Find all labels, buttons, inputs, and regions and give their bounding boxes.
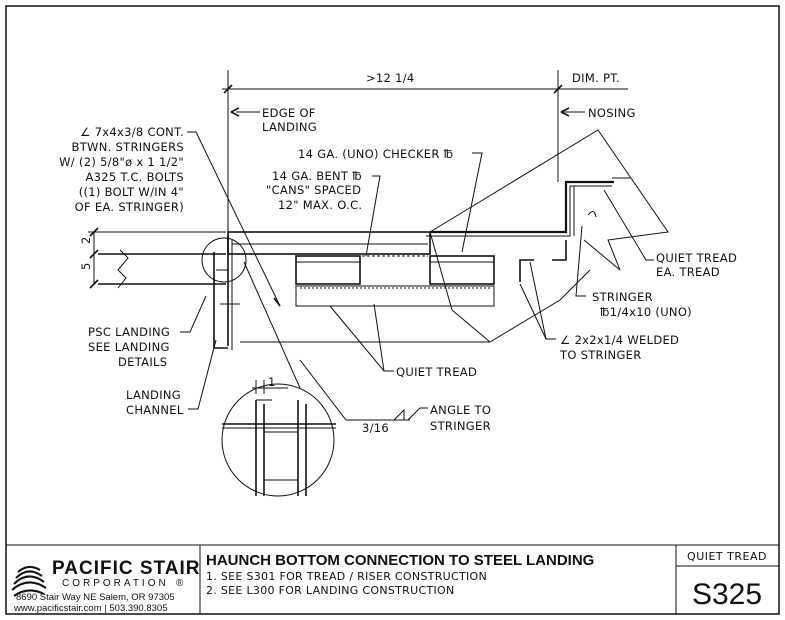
psc-landing-callout: PSC LANDING SEE LANDING DETAILS <box>88 295 207 369</box>
edge-of-landing-callout: EDGE OF LANDING <box>230 106 317 134</box>
landing-channel-line2: CHANNEL <box>126 403 184 417</box>
bent-plate-callout: 14 GA. BENT ℔ "CANS" SPACED 12" MAX. O.C… <box>266 169 381 257</box>
stringer-callout: STRINGER ℔1/4x10 (UNO) <box>575 225 692 319</box>
landing-channel <box>201 236 247 350</box>
stringer-outline <box>240 129 669 343</box>
category-label: QUIET TREAD <box>687 550 767 563</box>
quiet-tread-pad <box>295 285 495 307</box>
top-dimension: >12 1/4 DIM. PT. <box>222 70 628 232</box>
quiet-tread-each-line1: QUIET TREAD <box>656 251 737 265</box>
checker-plate-callout: 14 GA. (UNO) CHECKER ℔ <box>298 147 483 253</box>
stringer-line2: ℔1/4x10 (UNO) <box>600 305 692 319</box>
landing-channel-line1: LANDING <box>126 388 181 402</box>
landing-slab <box>98 249 226 289</box>
quiet-tread-each-callout: QUIET TREAD EA. TREAD <box>587 189 737 279</box>
angle-cont-line4: A325 T.C. BOLTS <box>85 170 184 184</box>
detail-dim-label: 1 <box>268 375 276 389</box>
drawing-title: HAUNCH BOTTOM CONNECTION TO STEEL LANDIN… <box>206 552 594 569</box>
dim-pt-label: DIM. PT. <box>572 71 620 85</box>
angle-to-stringer-line2: STRINGER <box>430 419 491 433</box>
pacific-stair-logo-icon <box>11 566 47 597</box>
company-name: PACIFIC STAIR <box>52 558 200 579</box>
angle-welded-line2: TO STRINGER <box>559 348 642 362</box>
detail-drawing: >12 1/4 DIM. PT. EDGE OF LANDING NOSING … <box>59 70 737 497</box>
dim-5-label: 5 <box>79 262 93 270</box>
edge-of-landing-line2: LANDING <box>262 120 317 134</box>
angle-cont-line2: BTWN. STRINGERS <box>72 140 184 154</box>
nosing-callout: NOSING <box>560 106 636 120</box>
sheet-number: S325 <box>692 578 762 611</box>
landing-plate <box>227 231 431 255</box>
quiet-tread-callout: QUIET TREAD <box>329 303 477 379</box>
weld-size-label: 3/16 <box>362 421 389 435</box>
angle-cont-line5: ((1) BOLT W/IN 4" <box>79 185 184 199</box>
landing-channel-callout: LANDING CHANNEL <box>126 339 217 417</box>
bent-plate-line1: 14 GA. BENT ℔ <box>272 169 362 183</box>
tread <box>426 177 630 237</box>
note-2: 2. SEE L300 FOR LANDING CONSTRUCTION <box>206 584 455 597</box>
bent-plate-line3: 12" MAX. O.C. <box>278 198 362 212</box>
registered-mark: ® <box>176 578 186 589</box>
angle-welded-line1: ∠ 2x2x1/4 WELDED <box>560 333 679 347</box>
angle-cont-line6: OF EA. STRINGER) <box>75 200 184 214</box>
company-address: 8690 Stair Way NE Salem, OR 97305 <box>16 592 175 603</box>
stringer-line1: STRINGER <box>592 290 653 304</box>
vertical-dimensions: 2 5 <box>79 227 226 289</box>
company-sub: CORPORATION <box>62 578 169 589</box>
angle-cont-callout: ∠ 7x4x3/8 CONT. BTWN. STRINGERS W/ (2) 5… <box>59 125 281 307</box>
checker-plate-label: 14 GA. (UNO) CHECKER ℔ <box>298 147 453 161</box>
edge-of-landing-line1: EDGE OF <box>262 106 316 120</box>
note-1: 1. SEE S301 FOR TREAD / RISER CONSTRUCTI… <box>206 570 487 583</box>
dim-top-label: >12 1/4 <box>366 71 415 85</box>
bent-plate-line2: "CANS" SPACED <box>266 183 361 197</box>
quiet-tread-each-line2: EA. TREAD <box>656 265 720 279</box>
psc-landing-line2: SEE LANDING <box>88 340 170 354</box>
quiet-tread-label: QUIET TREAD <box>396 365 477 379</box>
title-block: PACIFIC STAIR CORPORATION ® 8690 Stair W… <box>6 544 779 614</box>
welded-angles <box>519 240 567 282</box>
dim-2-label: 2 <box>79 236 93 244</box>
angle-to-stringer-callout: 3/16 ANGLE TO STRINGER <box>299 359 491 435</box>
bent-plate-cans <box>295 255 495 285</box>
angle-cont-line3: W/ (2) 5/8"ø x 1 1/2" <box>59 155 184 169</box>
company-contact: www.pacificstair.com | 503.390.8305 <box>13 603 168 614</box>
angle-welded-callout: ∠ 2x2x1/4 WELDED TO STRINGER <box>519 261 679 362</box>
angle-cont-line1: ∠ 7x4x3/8 CONT. <box>80 125 184 139</box>
angle-to-stringer-line1: ANGLE TO <box>430 403 491 417</box>
enlarged-detail: 1 <box>221 261 336 497</box>
sheet-border <box>5 5 780 615</box>
psc-landing-line3: DETAILS <box>118 355 167 369</box>
psc-landing-line1: PSC LANDING <box>88 325 170 339</box>
nosing-label: NOSING <box>588 106 636 120</box>
